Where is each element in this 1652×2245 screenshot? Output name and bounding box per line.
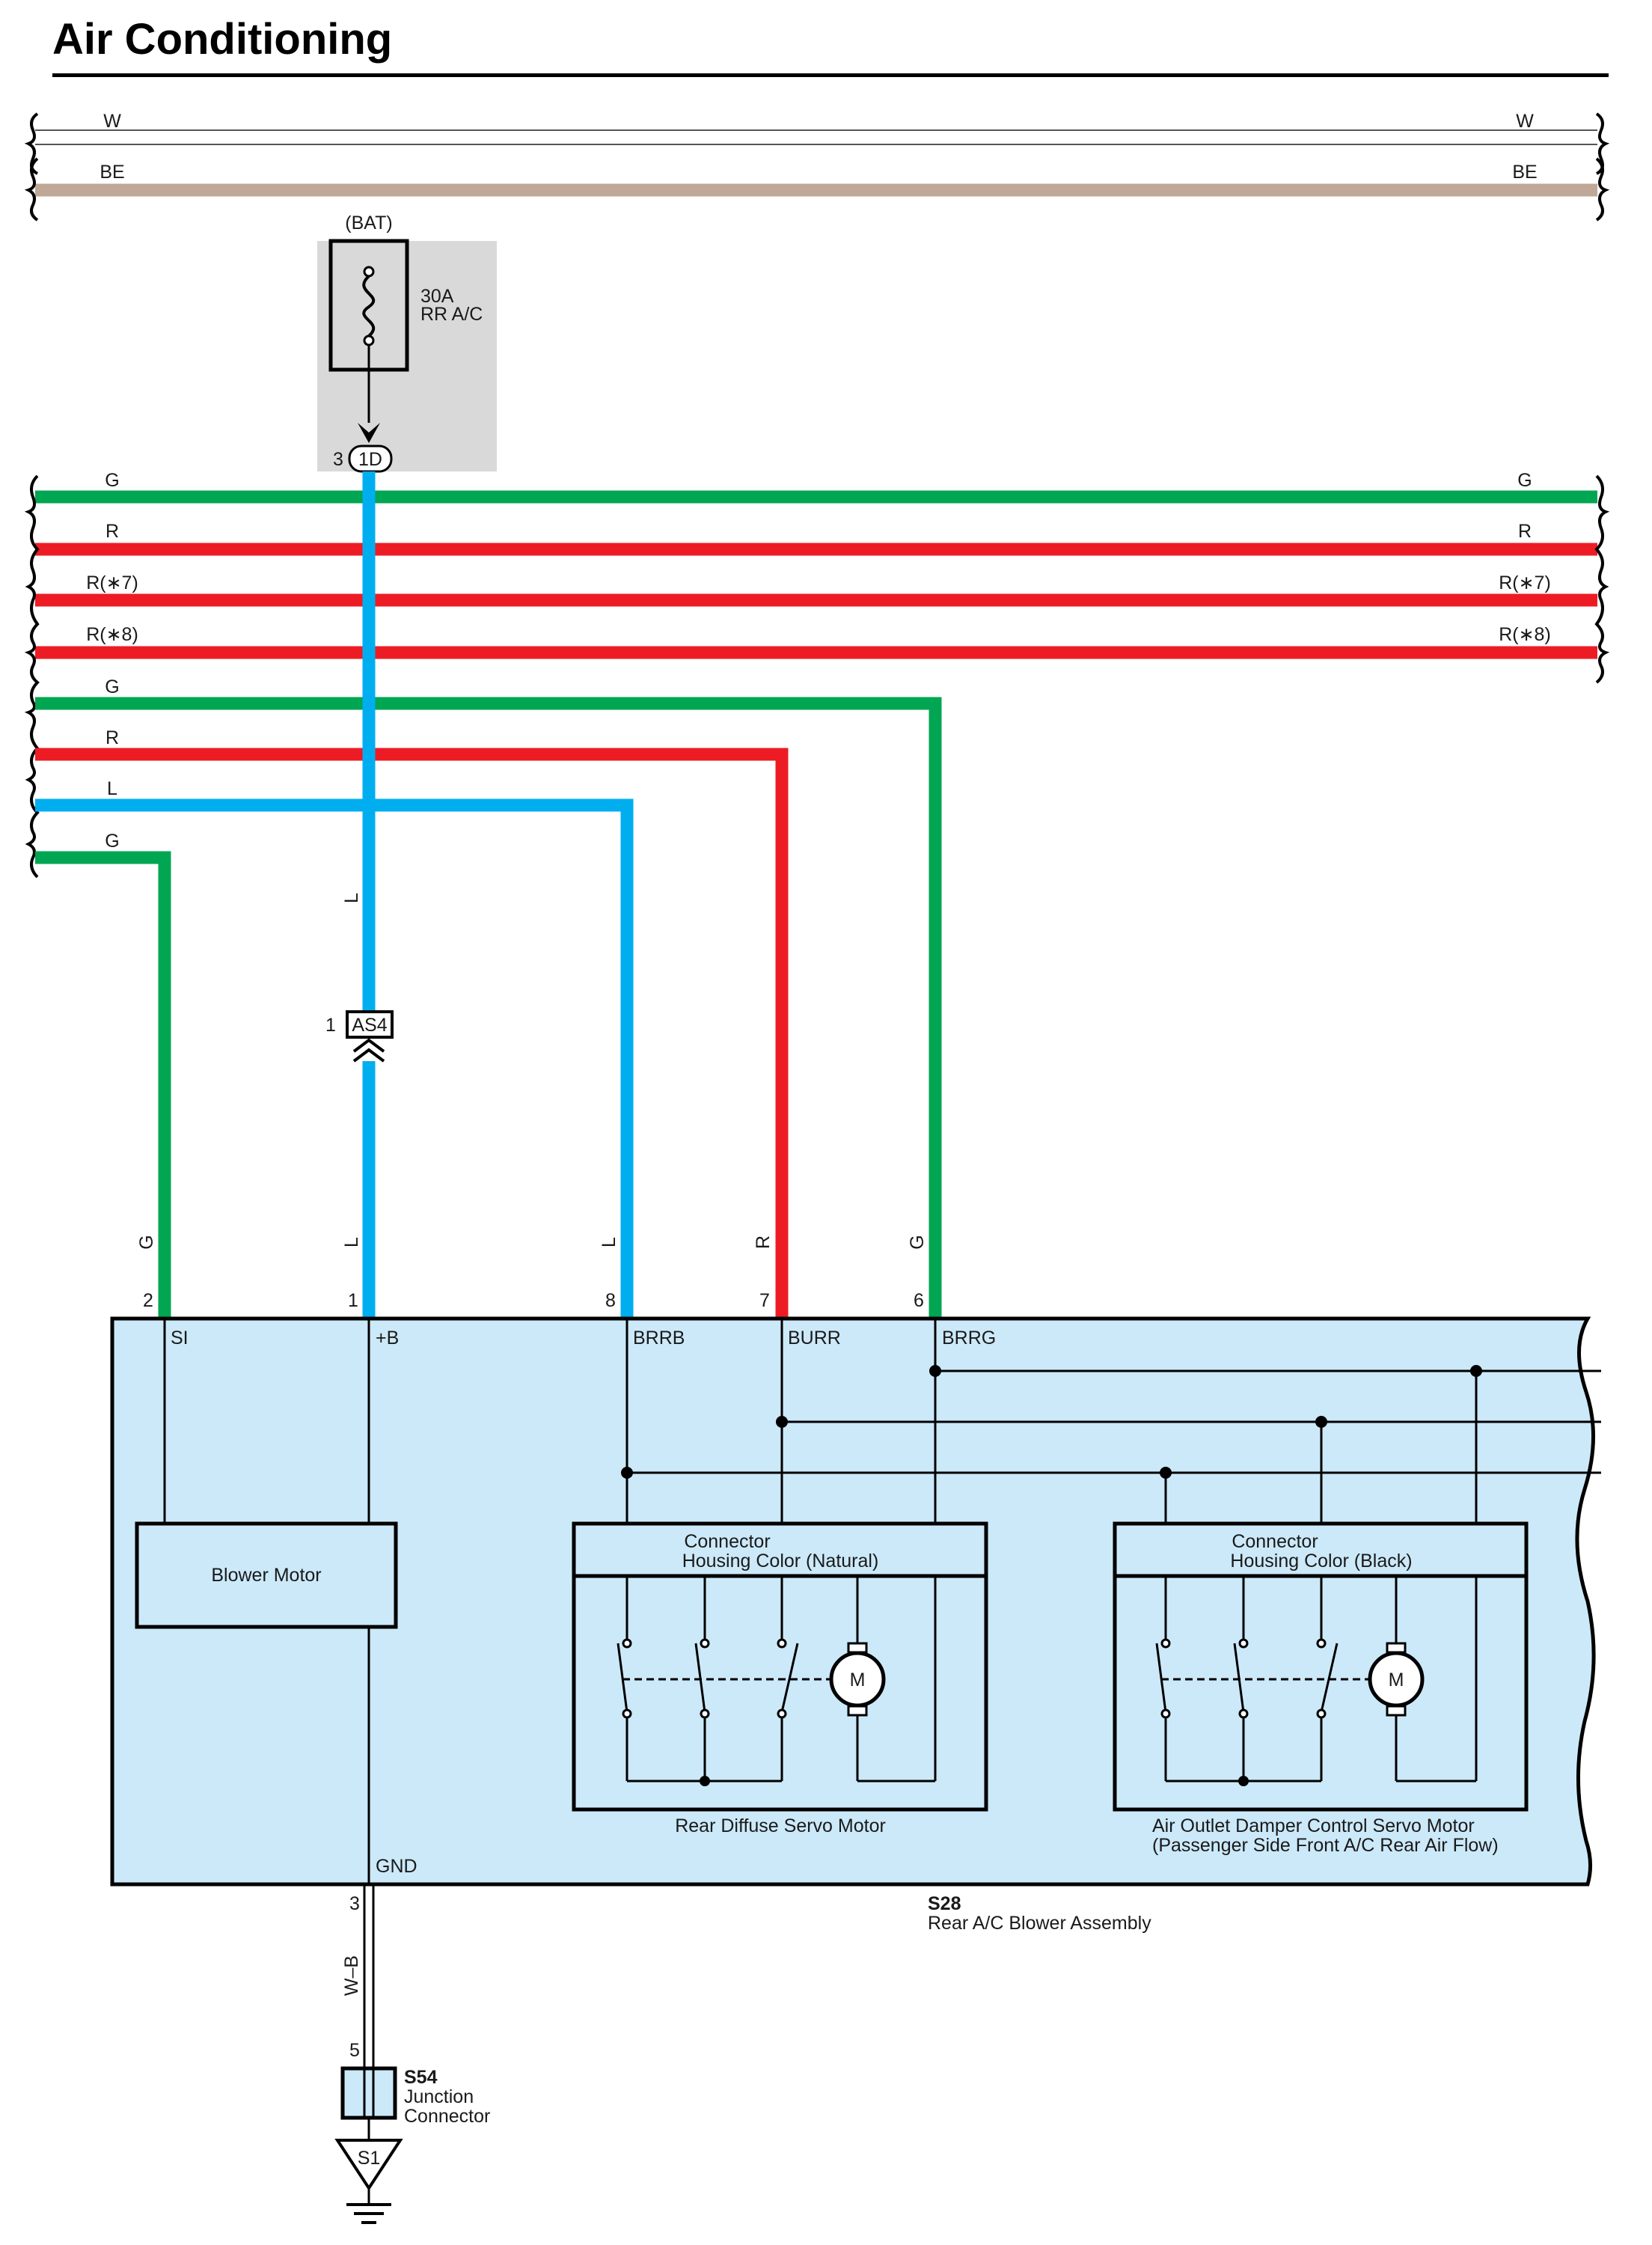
wire-label-l-b: L (341, 1237, 362, 1247)
servo1-motor-label: M (850, 1670, 866, 1690)
terminal-si: SI (171, 1328, 189, 1348)
pin-brrb: 8 (605, 1290, 616, 1311)
servo2-header-line2: Housing Color (Black) (1230, 1551, 1412, 1572)
chevron-up-icon (352, 1038, 385, 1053)
servo2-caption-line1: Air Outlet Damper Control Servo Motor (1152, 1815, 1475, 1836)
wire-label-w-left: W (103, 111, 121, 132)
wire-label-r8-left: R(∗8) (86, 624, 138, 645)
connector-as4: AS4 1 (325, 1010, 394, 1063)
servo2-caption-line2: (Passenger Side Front A/C Rear Air Flow) (1152, 1835, 1499, 1856)
air-outlet-damper-servo-motor: Connector Housing Color (Black) Air Outl… (1113, 1521, 1529, 1856)
wire-label-be-left: BE (100, 162, 124, 183)
terminal-burr: BURR (788, 1328, 841, 1348)
wire-label-g2-left: G (105, 676, 119, 697)
junction-code: S54 (404, 2067, 438, 2088)
motor-icon (829, 1651, 886, 1708)
wire-label-l-brrb: L (599, 1237, 620, 1247)
wire-label-r1-left: R (105, 521, 119, 542)
wire-label-r1-right: R (1518, 521, 1532, 542)
wire-label-l-left: L (107, 778, 117, 799)
rear-diffuse-servo-motor: Connector Housing Color (Natural) Rear D… (572, 1521, 988, 1836)
assembly-code: S28 (928, 1893, 961, 1914)
pin-gnd: 3 (349, 1893, 360, 1914)
connector-as4-pin: 1 (325, 1015, 336, 1036)
wire-label-r7-right: R(∗7) (1499, 572, 1551, 593)
connector-1d-pin: 3 (333, 449, 343, 470)
servo2-header-line1: Connector (1232, 1531, 1318, 1552)
terminal-brrg: BRRG (942, 1328, 996, 1348)
fuse-name: RR A/C (420, 304, 483, 325)
fuse-rating: 30A (420, 286, 454, 307)
junction-line2: Connector (404, 2106, 490, 2127)
blower-motor-label: Blower Motor (211, 1565, 321, 1586)
pin-numbers: 2 1 8 7 6 (143, 1290, 924, 1311)
servo1-caption: Rear Diffuse Servo Motor (675, 1815, 886, 1836)
pin-brrg: 6 (914, 1290, 924, 1311)
wire-g-brrg (35, 697, 942, 1319)
ground-icon (334, 2139, 403, 2191)
title-underline (52, 73, 1609, 77)
wire-label-g-brrg: G (907, 1235, 928, 1249)
bus-colored-wires: G G R R R(∗7) R(∗7) R(∗8) R(∗8) (24, 470, 1610, 879)
branch-wires: G R L G L G L L R G (35, 471, 942, 1319)
ground-path: 3 W–B 5 S54 Junction Connector S1 (334, 1884, 490, 2224)
wire-label-wb: W–B (341, 1955, 362, 1996)
wire-label-g1-right: G (1517, 470, 1532, 491)
bus-w-be: W W BE BE (24, 111, 1610, 222)
pin-si: 2 (143, 1290, 153, 1311)
wire-label-r8-right: R(∗8) (1499, 624, 1551, 645)
wire-r-burr (35, 748, 789, 1319)
wire-label-w-right: W (1516, 111, 1534, 132)
ground-code: S1 (358, 2148, 381, 2169)
blower-motor-box (135, 1521, 398, 1629)
wire-label-g1-left: G (105, 470, 119, 491)
servo1-header-line1: Connector (684, 1531, 770, 1552)
page-title: Air Conditioning (52, 15, 393, 64)
servo1-header-line2: Housing Color (Natural) (682, 1551, 879, 1572)
wire-g-si (35, 851, 171, 1319)
servo2-motor-label: M (1389, 1670, 1404, 1690)
wire-label-r7-left: R(∗7) (86, 572, 138, 593)
terminal-brrb: BRRB (633, 1328, 685, 1348)
connector-arrow-icon (358, 423, 380, 443)
wire-l-brrb (35, 798, 634, 1319)
pin-b: 1 (348, 1290, 358, 1311)
junction-connector-box (340, 2066, 397, 2120)
terminal-b: +B (376, 1328, 399, 1348)
fuse-30a-rr-ac: (BAT) 30A RR A/C 1D 3 (317, 213, 497, 473)
connector-as4-label: AS4 (352, 1015, 387, 1036)
fuse-source-label: (BAT) (345, 213, 392, 233)
assembly-name: Rear A/C Blower Assembly (928, 1913, 1151, 1934)
pin-burr: 7 (759, 1290, 770, 1311)
wire-label-r2-left: R (105, 727, 119, 748)
motor-icon (1368, 1651, 1425, 1708)
junction-line1: Junction (404, 2086, 474, 2107)
fuse-icon (362, 275, 376, 337)
wire-label-g3-left: G (105, 831, 119, 852)
terminal-gnd: GND (376, 1856, 417, 1877)
wire-label-l-upper: L (341, 893, 362, 903)
connector-1d-label: 1D (358, 449, 382, 470)
wire-label-r-burr: R (753, 1235, 774, 1249)
wire-label-be-right: BE (1512, 162, 1537, 183)
pin-junction: 5 (349, 2040, 360, 2061)
wire-label-g-si: G (136, 1235, 157, 1249)
